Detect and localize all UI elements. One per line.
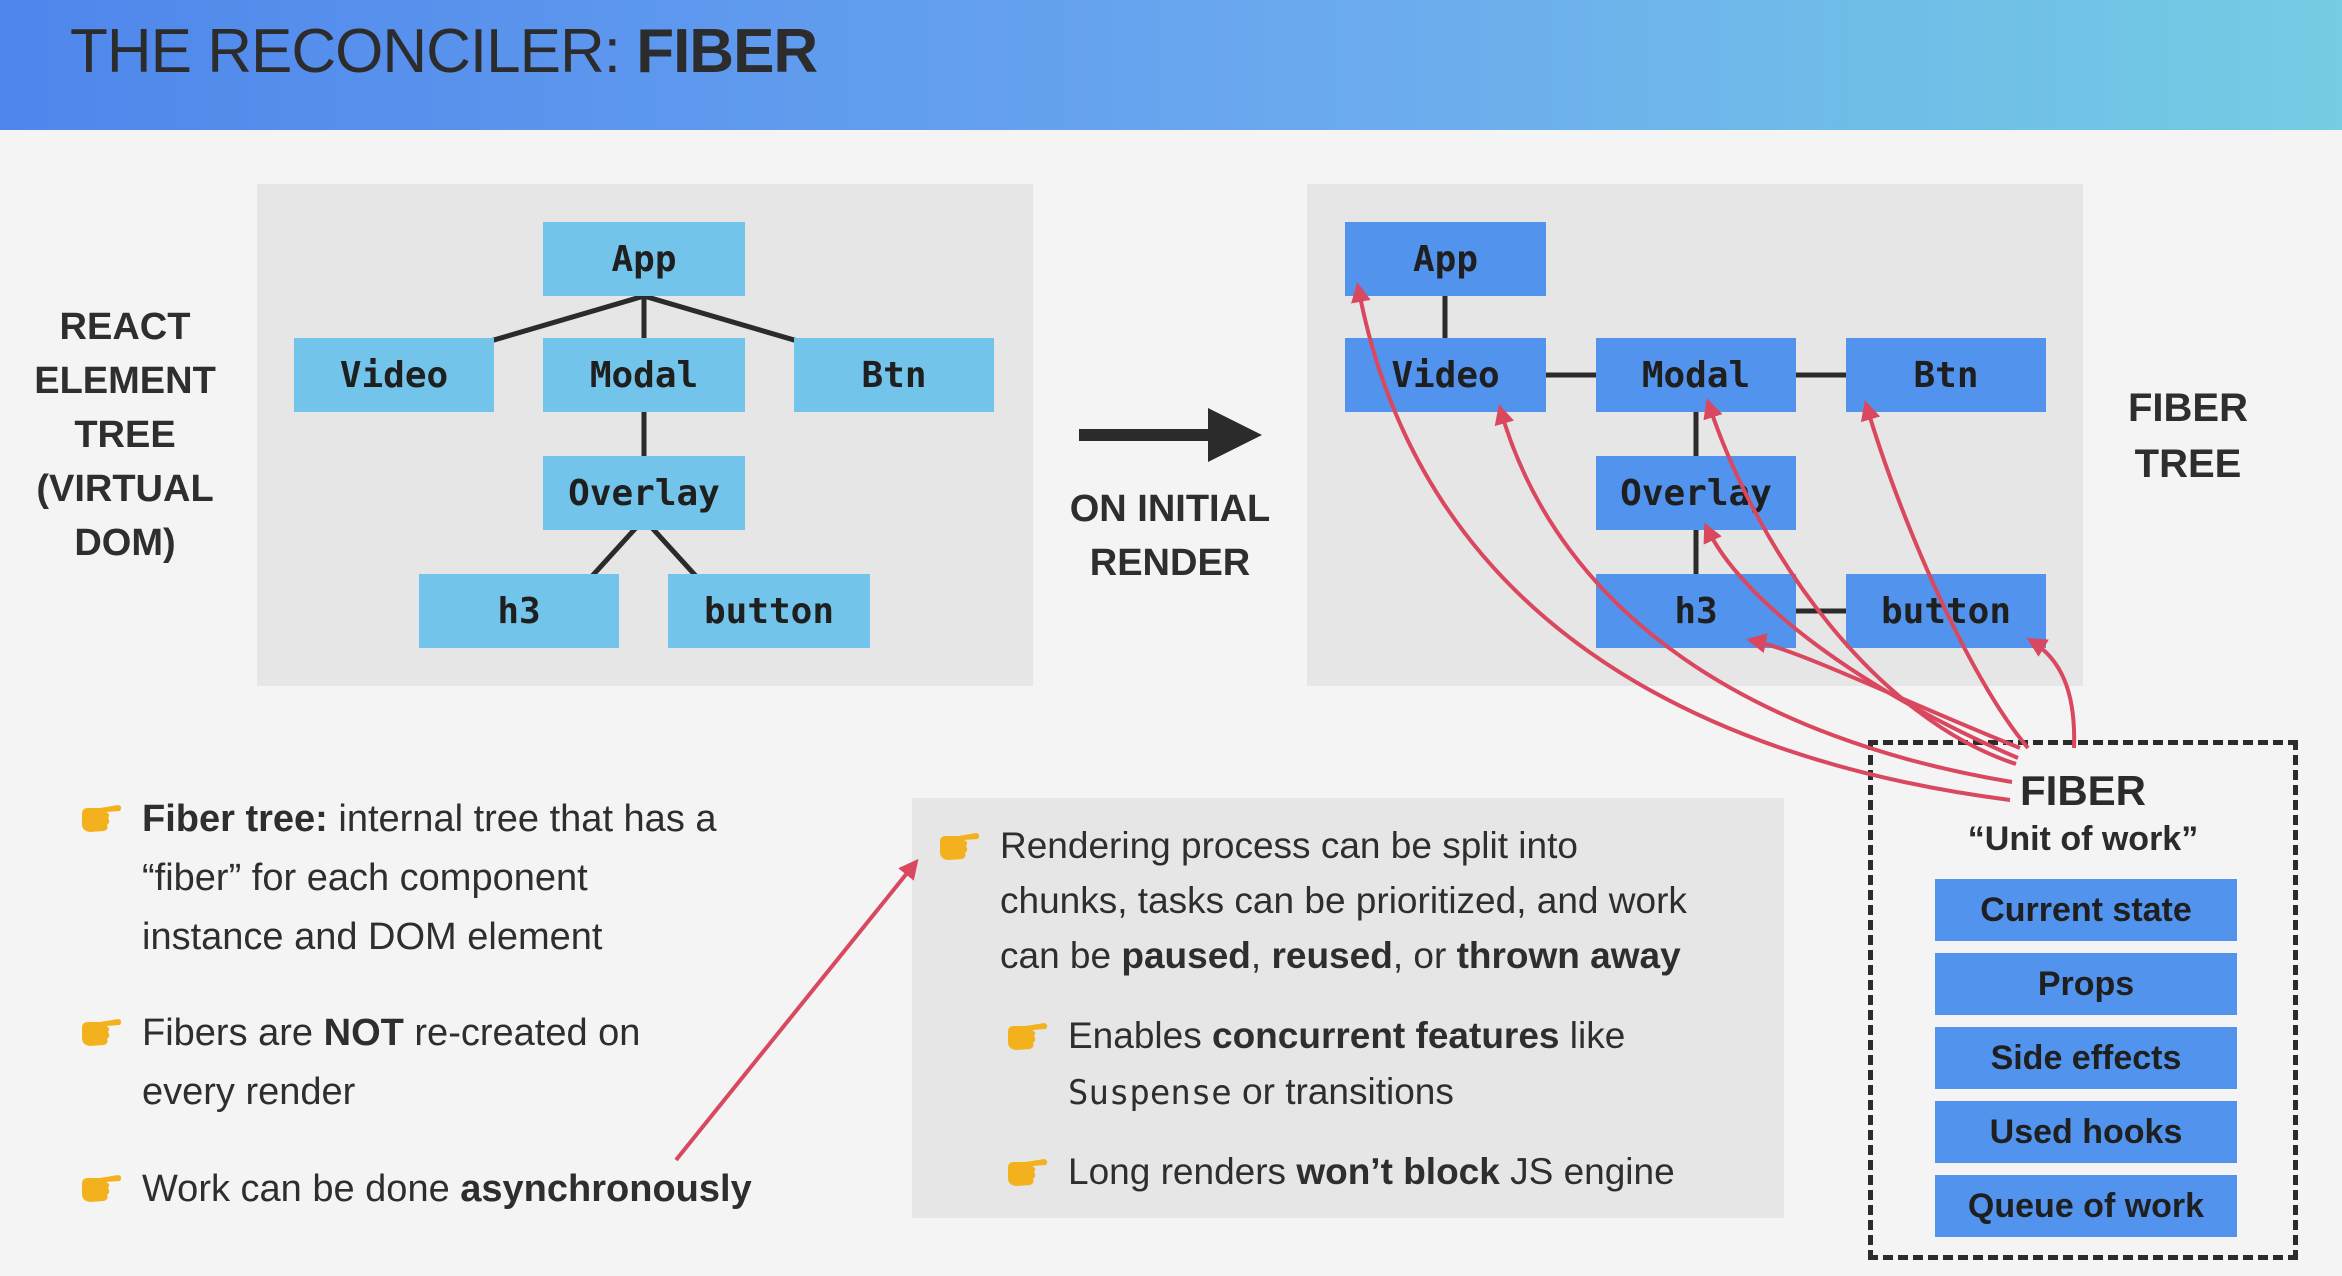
- info-line: chunks, tasks can be prioritized, and wo…: [1000, 880, 1687, 921]
- arrow-label-line: RENDER: [1089, 542, 1251, 584]
- bullet-not-recreated: Fibers are NOT re-created on every rende…: [78, 1004, 878, 1124]
- bullet-bold: asynchronously: [460, 1168, 752, 1210]
- info-span: like: [1559, 1015, 1626, 1056]
- pointing-hand-icon: [1008, 1023, 1048, 1050]
- pointing-hand-icon: [940, 833, 980, 860]
- edge-overlay-h3: [590, 526, 638, 578]
- bullet-span: Work can be done: [142, 1168, 461, 1210]
- pointing-hand-icon: [82, 1019, 122, 1046]
- bullet-bold: NOT: [323, 1012, 404, 1054]
- fiber-tree-label-line: FIBER: [2128, 386, 2248, 430]
- curve-to-overlay: [1703, 522, 2019, 760]
- info-bold: won’t block: [1296, 1151, 1500, 1192]
- info-bold: concurrent features: [1212, 1015, 1560, 1056]
- fiber-tree-label-line: TREE: [2134, 442, 2242, 486]
- fiber-node-video: Video: [1345, 338, 1546, 412]
- react-node-app: App: [543, 222, 745, 296]
- bullet-asynchronously: Work can be done asynchronously: [78, 1160, 878, 1220]
- fiber-item-queue-of-work: Queue of work: [1935, 1175, 2237, 1237]
- page-title: THE RECONCILER: FIBER: [70, 14, 818, 90]
- info-span: can be: [1000, 935, 1122, 976]
- info-panel: [912, 798, 1784, 1218]
- on-initial-render-label: ON INITIAL RENDER: [1030, 482, 1310, 590]
- info-line: Rendering process can be split into: [1000, 825, 1578, 866]
- pointing-hand-icon: [1008, 1159, 1048, 1186]
- bullet-bold: Fiber tree:: [142, 798, 328, 840]
- bullet-text: Work can be done asynchronously: [142, 1160, 752, 1219]
- curve-to-modal: [1703, 398, 2017, 766]
- bullet-text: Fibers are NOT re-created on every rende…: [142, 1004, 640, 1122]
- info-span: , or: [1392, 935, 1457, 976]
- pointing-hand-icon: [82, 1175, 122, 1202]
- fiber-item-used-hooks: Used hooks: [1935, 1101, 2237, 1163]
- fiber-unit-title: FIBER: [2020, 767, 2146, 814]
- react-node-modal: Modal: [543, 338, 745, 412]
- fiber-item-props: Props: [1935, 953, 2237, 1015]
- info-bold: thrown away: [1456, 935, 1681, 976]
- header-bar: THE RECONCILER: FIBER: [0, 0, 2342, 130]
- react-node-video: Video: [294, 338, 494, 412]
- suspense-code: Suspense: [1068, 1073, 1232, 1113]
- bullet-span: internal tree that has a: [327, 798, 717, 840]
- react-label-line: ELEMENT: [34, 360, 216, 402]
- info-bold: reused: [1271, 935, 1393, 976]
- info-sub-bullet-concurrent: Enables concurrent features like Suspens…: [1004, 1008, 1764, 1128]
- arrow-label-line: ON INITIAL: [1069, 488, 1271, 530]
- curve-to-app: [1351, 282, 2011, 802]
- fiber-node-overlay: Overlay: [1596, 456, 1796, 530]
- react-label-line: DOM): [74, 522, 176, 564]
- info-sub-text: Enables concurrent features like Suspens…: [1068, 1008, 1625, 1121]
- react-node-overlay: Overlay: [543, 456, 745, 530]
- curve-to-button: [2026, 637, 2077, 749]
- fiber-node-app: App: [1345, 222, 1546, 296]
- info-span: Enables: [1068, 1015, 1212, 1056]
- react-node-btn: Btn: [794, 338, 994, 412]
- curve-to-btn: [1860, 400, 2030, 750]
- fiber-tree-label: FIBER TREE: [2098, 380, 2278, 492]
- curve-to-video: [1494, 404, 2013, 784]
- title-regular: THE RECONCILER:: [70, 17, 637, 86]
- bullet-line: “fiber” for each component: [142, 857, 588, 899]
- react-label-line: TREE: [74, 414, 176, 456]
- title-bold: FIBER: [636, 17, 818, 86]
- curve-to-h3: [1746, 633, 2021, 750]
- react-node-h3: h3: [419, 574, 619, 648]
- fiber-node-modal: Modal: [1596, 338, 1796, 412]
- fiber-item-current-state: Current state: [1935, 879, 2237, 941]
- fiber-node-btn: Btn: [1846, 338, 2046, 412]
- bullet-text: Fiber tree: internal tree that has a “fi…: [142, 790, 717, 967]
- fiber-unit-subtitle: “Unit of work”: [1967, 820, 2199, 858]
- bullet-line: instance and DOM element: [142, 916, 603, 958]
- info-sub-bullet-block: Long renders won’t block JS engine: [1004, 1144, 1764, 1204]
- edge-app-btn: [640, 292, 798, 344]
- info-span: ,: [1250, 935, 1272, 976]
- fiber-item-side-effects: Side effects: [1935, 1027, 2237, 1089]
- bullet-fiber-tree: Fiber tree: internal tree that has a “fi…: [78, 790, 878, 970]
- curve-async-to-panel: [674, 858, 919, 1162]
- bullet-line: every render: [142, 1071, 356, 1113]
- edge-app-video: [490, 292, 648, 344]
- fiber-unit-box: FIBER “Unit of work” Current state Props…: [1868, 740, 2298, 1260]
- info-bold: paused: [1121, 935, 1251, 976]
- info-span: Long renders: [1068, 1151, 1297, 1192]
- edge-overlay-button: [650, 526, 698, 578]
- pointing-hand-icon: [82, 805, 122, 832]
- info-sub-text: Long renders won’t block JS engine: [1068, 1144, 1675, 1200]
- info-span: or transitions: [1231, 1071, 1454, 1112]
- info-span: JS engine: [1499, 1151, 1675, 1192]
- react-node-button: button: [668, 574, 870, 648]
- react-element-tree-label: REACT ELEMENT TREE (VIRTUAL DOM): [10, 300, 240, 570]
- react-label-line: REACT: [59, 306, 191, 348]
- bullet-span: Fibers are: [142, 1012, 324, 1054]
- react-label-line: (VIRTUAL: [36, 468, 214, 510]
- info-bullet-main: Rendering process can be split into chun…: [936, 818, 1776, 998]
- bullet-span: re-created on: [403, 1012, 641, 1054]
- info-text: Rendering process can be split into chun…: [1000, 818, 1687, 983]
